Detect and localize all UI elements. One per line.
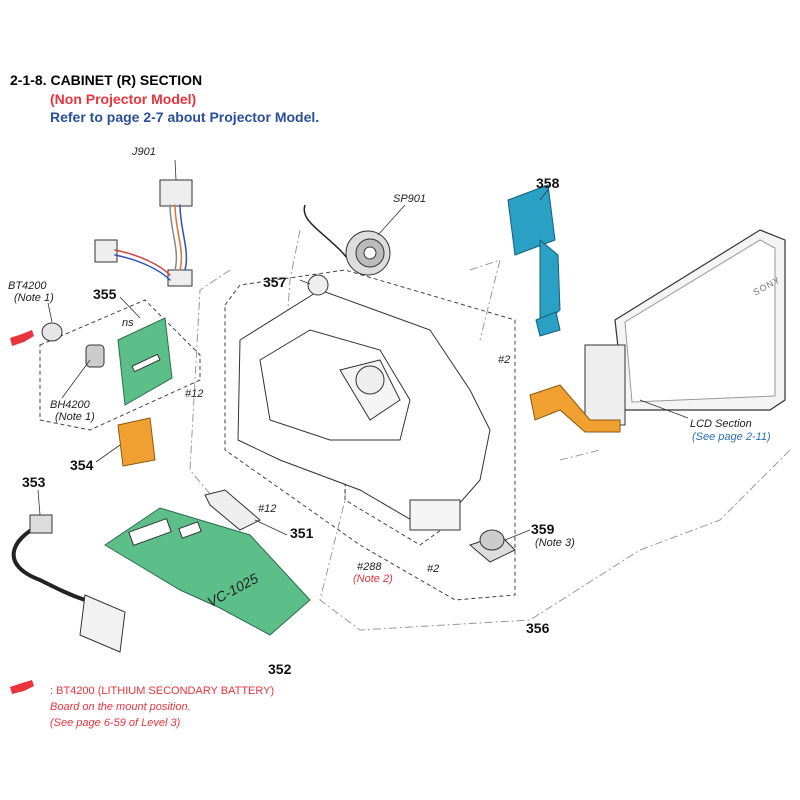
label-lcd-ref[interactable]: (See page 2-11) [692, 431, 771, 443]
label-screw-2a: #2 [498, 354, 511, 366]
part-number-359: 359 [531, 521, 555, 537]
flex-358 [507, 184, 561, 337]
label-screw-12a: #12 [185, 388, 204, 400]
part-359 [469, 529, 516, 563]
subtitle-non-projector: (Non Projector Model) [50, 91, 197, 107]
label-screw-12b: #12 [258, 503, 277, 515]
part-number-352: 352 [268, 661, 292, 677]
footnote-line-1: : BT4200 (LITHIUM SECONDARY BATTERY) [50, 685, 275, 697]
part-number-351: 351 [290, 525, 314, 541]
label-note2: (Note 2) [353, 573, 393, 585]
lcd-section [529, 229, 786, 433]
part-number-357: 357 [263, 274, 287, 290]
label-j901: J901 [132, 146, 156, 158]
label-bh4200: BH4200 [50, 399, 90, 411]
part-number-356: 356 [526, 620, 550, 636]
holder-bh4200 [85, 344, 105, 368]
usb-cable-353 [11, 514, 126, 653]
label-sp901: SP901 [393, 193, 427, 205]
part-number-353: 353 [22, 474, 46, 490]
battery-bt4200 [41, 322, 63, 342]
label-bh4200-note: (Note 1) [55, 411, 95, 423]
part-number-355: 355 [93, 286, 117, 302]
flex-354 [117, 417, 156, 467]
j901-harness [94, 179, 193, 287]
chassis-356 [237, 289, 491, 531]
footnote-line-2: Board on the mount position. [50, 701, 191, 713]
part-number-358: 358 [536, 175, 560, 191]
label-note3: (Note 3) [535, 537, 575, 549]
bracket-351 [204, 489, 261, 531]
label-bt4200: BT4200 [8, 280, 47, 292]
label-lcd-section: LCD Section [690, 418, 752, 430]
footnote-line-3[interactable]: (See page 6-59 of Level 3) [50, 717, 181, 729]
part-number-354: 354 [70, 457, 94, 473]
label-screw-288: #288 [357, 561, 382, 573]
label-screw-2b: #2 [427, 563, 440, 575]
board-352 [104, 507, 311, 636]
label-ns: ns [122, 317, 134, 329]
part-357 [307, 274, 329, 296]
subtitle-projector-ref[interactable]: Refer to page 2-7 about Projector Model. [50, 109, 320, 125]
speaker-sp901 [303, 204, 391, 276]
footnote: : BT4200 (LITHIUM SECONDARY BATTERY) Boa… [50, 683, 274, 731]
label-bt4200-note: (Note 1) [14, 292, 54, 304]
section-title: 2-1-8. CABINET (R) SECTION [10, 72, 203, 88]
